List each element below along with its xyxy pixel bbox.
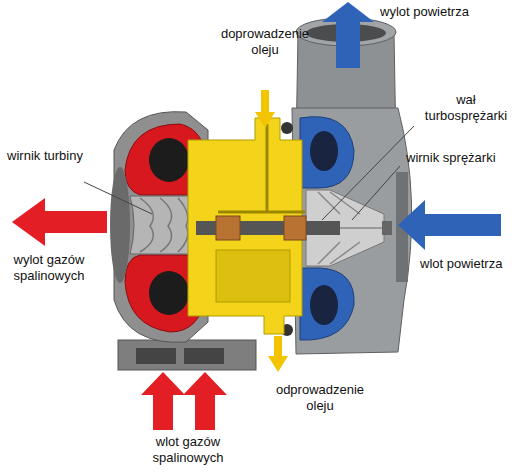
leader-line — [352, 166, 400, 220]
turbine-wheel — [130, 196, 196, 254]
oil-out-arrow — [268, 356, 288, 372]
exhaust-in-arrow — [141, 372, 185, 395]
exhaust-in-arrow — [153, 395, 173, 430]
exhaust-in-arrow — [195, 395, 215, 430]
volute-channel — [149, 138, 189, 182]
exhaust-in-arrow — [183, 372, 227, 395]
flange-port — [184, 348, 224, 364]
part-label-holder: wlot gazów spalinowych — [143, 434, 233, 466]
part-label-holder: wirnik turbiny — [5, 148, 85, 164]
oil-in-arrow — [255, 112, 275, 128]
bolt — [281, 122, 293, 134]
exhaust-out-arrow — [45, 211, 107, 233]
part-label: wlot powietrza — [420, 256, 502, 272]
oil-channel — [218, 124, 305, 212]
air-in-arrow — [398, 200, 425, 250]
compressor-volute — [300, 268, 354, 340]
exhaust-out-arrow — [12, 198, 45, 246]
compressor-volute — [300, 117, 354, 188]
air-out-arrow — [322, 2, 374, 22]
oil-cavity — [216, 250, 290, 302]
part-label-holder: wylot gazów spalinowych — [4, 252, 94, 284]
flange-port — [136, 348, 176, 364]
wheel-blades — [140, 198, 188, 252]
exhaust-outlet — [110, 167, 130, 283]
part-label-holder: wirnik sprężarki — [406, 150, 496, 166]
part-label: odprowadzenie oleju — [265, 382, 375, 414]
air-in-arrow — [425, 214, 501, 236]
volute-channel — [310, 131, 338, 171]
part-label: wirnik turbiny — [5, 148, 85, 164]
air-out-arrow — [336, 22, 360, 68]
part-label: wirnik sprężarki — [406, 150, 496, 166]
flow-arrows — [12, 2, 501, 430]
leader-lines — [84, 126, 414, 220]
leader-line — [322, 126, 414, 220]
part-label-holder: doprowadzenie oleju — [210, 26, 320, 58]
part-label-holder: wlot powietrza — [420, 256, 502, 272]
part-label: wylot gazów spalinowych — [4, 252, 94, 284]
part-label-holder: wylot powietrza — [380, 4, 469, 20]
turbine-flange — [118, 340, 256, 370]
bearing — [216, 216, 240, 240]
wheel-nut — [382, 221, 392, 235]
bearing — [284, 216, 306, 240]
bearing-housing — [188, 118, 340, 334]
part-label: doprowadzenie oleju — [210, 26, 320, 58]
oil-in-arrow — [261, 90, 269, 112]
leader-line — [84, 182, 152, 214]
part-label-holder: odprowadzenie oleju — [265, 382, 375, 414]
part-label-holder: wał turbosprężarki — [416, 92, 516, 124]
part-label: wał turbosprężarki — [416, 92, 516, 124]
volute-channel — [149, 271, 189, 315]
part-label: wylot powietrza — [380, 4, 469, 20]
part-label: wlot gazów spalinowych — [143, 434, 233, 466]
oil-out-arrow — [274, 336, 282, 356]
volute-channel — [310, 285, 338, 325]
